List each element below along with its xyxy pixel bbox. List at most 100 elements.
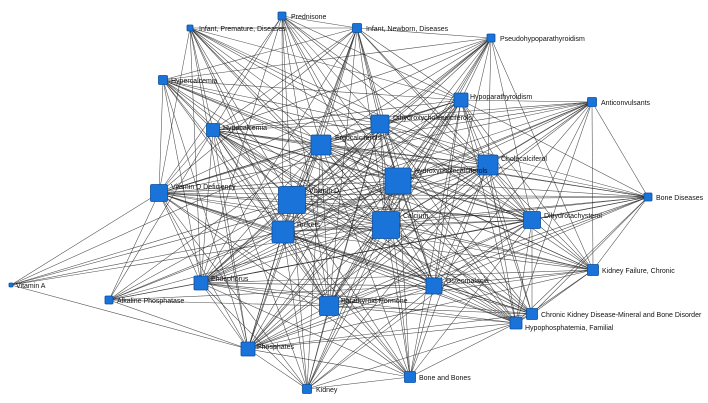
edge-osteomalacia-hypoparathyroidism: [433, 99, 462, 287]
node-infant_premature[interactable]: Infant, Premature, Diseases: [186, 24, 286, 33]
node-cholecalciferol[interactable]: Cholecalciferol: [477, 154, 547, 176]
edge-pth-alk_phos: [108, 299, 330, 307]
edge-rickets-hypocalcemia: [212, 129, 284, 233]
node-marker-hypophos[interactable]: [509, 316, 523, 330]
node-label-kidney_failure: Kidney Failure, Chronic: [602, 268, 675, 275]
node-alk_phos[interactable]: Alkaline Phosphatase: [104, 295, 184, 305]
node-dihydrotachysterol[interactable]: Dihydrotachysterol: [523, 211, 603, 229]
node-phosphorus[interactable]: Phosphorus: [193, 275, 249, 291]
node-label-vitamin_a: Vitamin A: [16, 283, 46, 290]
node-marker-vitamin_a[interactable]: [8, 282, 14, 288]
node-marker-dihydrotachysterol[interactable]: [523, 211, 541, 229]
node-kidney_failure[interactable]: Kidney Failure, Chronic: [587, 264, 676, 276]
node-dihydroxychole[interactable]: Dihydroxycholecalciferols: [370, 114, 472, 134]
node-marker-anticonvulsants[interactable]: [587, 97, 597, 107]
node-vitamin_a[interactable]: Vitamin A: [8, 282, 46, 290]
edge-vitamin_d-vitd_deficiency: [158, 192, 293, 201]
node-calcium[interactable]: Calcium: [372, 211, 429, 239]
edge-calcium-alk_phos: [108, 224, 387, 301]
node-marker-hypoparathyroidism[interactable]: [453, 92, 469, 108]
node-hypoparathyroidism[interactable]: Hypoparathyroidism: [453, 92, 532, 108]
node-marker-alk_phos[interactable]: [104, 295, 114, 305]
edge-hypocalcemia-anticonvulsants: [212, 101, 593, 131]
node-label-hypocalcemia: Hypocalcemia: [223, 125, 267, 132]
node-infant_newborn[interactable]: Infant, Newborn, Diseases: [352, 23, 449, 34]
node-ergocalciferols[interactable]: Ergocalciferols: [310, 134, 381, 156]
node-kidney[interactable]: Kidney: [302, 384, 338, 395]
edge-vitd_deficiency-bone_diseases: [158, 192, 649, 198]
node-rickets[interactable]: Rickets: [271, 220, 320, 244]
edge-phosphorus-infant_premature: [189, 27, 202, 284]
node-label-calcium: Calcium: [403, 213, 428, 220]
node-vitd_deficiency[interactable]: Vitamin D Deficiency: [150, 184, 236, 202]
node-vitamin_d[interactable]: Vitamin D: [278, 186, 340, 214]
node-marker-osteomalacia[interactable]: [425, 277, 443, 295]
node-hypophos[interactable]: Hypophosphatemia, Familial: [509, 316, 614, 332]
node-marker-infant_premature[interactable]: [186, 24, 194, 32]
node-marker-prednisone[interactable]: [277, 11, 287, 21]
node-hypercalcemia[interactable]: Hypercalcemia: [158, 75, 218, 86]
node-marker-hypercalcemia[interactable]: [158, 75, 168, 85]
edge-bone_diseases-ckd_mbd: [531, 196, 649, 315]
node-pth[interactable]: Parathyroid Hormone: [319, 296, 408, 316]
edge-dihydrotachysterol-hypophos: [515, 219, 533, 324]
edge-kidney-bone_and_bones: [306, 376, 411, 390]
node-marker-kidney[interactable]: [302, 384, 312, 394]
node-marker-rickets[interactable]: [271, 220, 295, 244]
node-bone_diseases[interactable]: Bone Diseases: [643, 192, 704, 202]
node-marker-hydroxychole[interactable]: [384, 167, 412, 195]
node-label-kidney: Kidney: [316, 387, 338, 394]
edge-rickets-osteomalacia: [282, 231, 435, 287]
edge-hypoparathyroidism-pseudohypopara: [460, 37, 492, 101]
edge-phosphorus-prednisone: [200, 15, 283, 284]
node-ckd_mbd[interactable]: Chronic Kidney Disease-Mineral and Bone …: [526, 308, 702, 320]
edge-hydroxychole-infant_premature: [189, 27, 399, 182]
edge-hypocalcemia-infant_premature: [189, 27, 214, 131]
edge-vitd_deficiency-kidney: [158, 192, 308, 390]
edge-cholecalciferol-infant_premature: [189, 27, 489, 166]
edge-hypoparathyroidism-phosphates: [247, 99, 462, 350]
node-hydroxychole[interactable]: Hydroxycholecalciferols: [384, 167, 488, 195]
node-marker-bone_diseases[interactable]: [643, 192, 653, 202]
edge-pth-hypoparathyroidism: [328, 99, 462, 307]
edge-phosphates-hypophos: [247, 322, 517, 350]
node-marker-vitamin_d[interactable]: [278, 186, 306, 214]
node-marker-phosphorus[interactable]: [193, 275, 209, 291]
edge-hypoparathyroidism-infant_newborn: [356, 27, 462, 101]
edge-pth-prednisone: [281, 15, 330, 307]
node-marker-dihydroxychole[interactable]: [370, 114, 390, 134]
node-marker-calcium[interactable]: [372, 211, 400, 239]
node-pseudohypopara[interactable]: Pseudohypoparathyroidism: [486, 33, 585, 43]
edge-dihydrotachysterol-infant_newborn: [356, 27, 533, 221]
node-marker-pseudohypopara[interactable]: [486, 33, 496, 43]
node-osteomalacia[interactable]: Osteomalacia: [425, 277, 489, 295]
node-marker-ckd_mbd[interactable]: [526, 308, 538, 320]
node-phosphates[interactable]: Phosphates: [240, 341, 294, 357]
edge-ergocalciferols-infant_premature: [189, 27, 322, 146]
edge-hydroxychole-infant_newborn: [356, 27, 399, 182]
node-marker-pth[interactable]: [319, 296, 339, 316]
node-marker-bone_and_bones[interactable]: [404, 371, 416, 383]
edge-hypoparathyroidism-prednisone: [281, 15, 462, 101]
edge-osteomalacia-kidney: [306, 285, 435, 390]
node-marker-infant_newborn[interactable]: [352, 23, 362, 33]
edge-cholecalciferol-osteomalacia: [433, 164, 489, 287]
edge-osteomalacia-alk_phos: [108, 285, 435, 301]
node-label-vitamin_d: Vitamin D: [309, 188, 339, 195]
edge-osteomalacia-hypercalcemia: [162, 79, 435, 287]
edge-phosphorus-hypophos: [200, 282, 517, 324]
node-marker-kidney_failure[interactable]: [587, 264, 599, 276]
node-marker-vitd_deficiency[interactable]: [150, 184, 168, 202]
node-prednisone[interactable]: Prednisone: [277, 11, 327, 21]
edge-phosphorus-bone_and_bones: [200, 282, 411, 378]
node-marker-phosphates[interactable]: [240, 341, 256, 357]
node-hypocalcemia[interactable]: Hypocalcemia: [206, 123, 268, 137]
node-marker-hypocalcemia[interactable]: [206, 123, 220, 137]
node-marker-ergocalciferols[interactable]: [310, 134, 332, 156]
node-bone_and_bones[interactable]: Bone and Bones: [404, 371, 472, 383]
node-marker-cholecalciferol[interactable]: [477, 154, 499, 176]
edge-phosphates-pseudohypopara: [247, 37, 492, 350]
edge-dihydroxychole-dihydrotachysterol: [379, 123, 533, 221]
node-anticonvulsants[interactable]: Anticonvulsants: [587, 97, 651, 108]
edge-hydroxychole-prednisone: [281, 15, 399, 182]
